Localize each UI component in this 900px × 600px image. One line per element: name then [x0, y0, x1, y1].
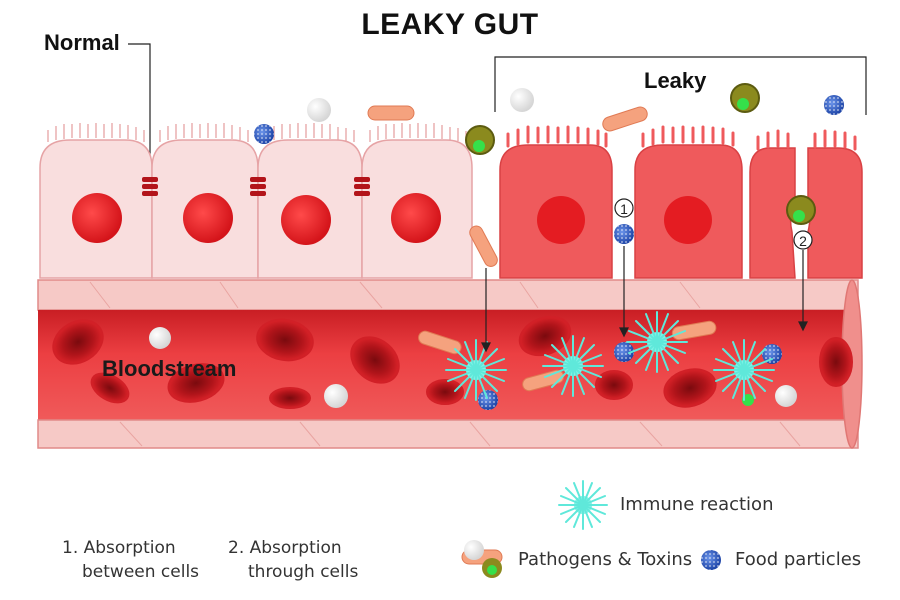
absorption-arrows — [481, 246, 808, 353]
immune-burst — [713, 339, 775, 401]
microvilli — [47, 123, 467, 143]
red-blood-cell — [167, 363, 225, 403]
pathogen-rods — [367, 105, 717, 392]
red-blood-cells — [52, 315, 853, 409]
normal-epithelial-cells — [39, 123, 473, 279]
red-blood-cell — [52, 319, 104, 365]
note-absorption-between-cells: 1. Absorption between cells — [62, 536, 199, 584]
note-line: between cells — [82, 562, 200, 582]
pathogen-rod — [602, 106, 648, 132]
legend-food-icon — [701, 550, 721, 570]
olive-pathogen — [465, 125, 495, 155]
red-blood-cell — [426, 379, 464, 405]
leaky-cell — [499, 144, 613, 279]
cell-nucleus — [537, 196, 585, 244]
cell-nucleus — [72, 193, 122, 243]
legend-immune-reaction: Immune reaction — [620, 494, 774, 515]
olive-pathogen — [730, 83, 760, 113]
pathogen-rod — [367, 105, 415, 121]
red-blood-cell — [350, 336, 400, 384]
cell-nucleus — [664, 196, 712, 244]
tight-junctions — [142, 177, 370, 196]
note-line: through cells — [248, 562, 359, 582]
normal-cell — [257, 139, 363, 279]
legend-immune-icon — [558, 480, 608, 530]
red-blood-cell — [90, 372, 130, 404]
svg-text:1: 1 — [620, 201, 628, 217]
svg-text:2: 2 — [799, 233, 807, 249]
red-blood-cell — [518, 315, 572, 357]
red-blood-cell — [595, 370, 633, 400]
leaky-epithelial-cells — [499, 125, 863, 279]
pathogen-rod — [469, 225, 498, 267]
note-line: 2. Absorption — [228, 538, 342, 558]
pathogen-rod — [671, 320, 717, 341]
normal-cell — [39, 139, 153, 279]
immune-burst — [445, 339, 507, 401]
food-particles — [254, 95, 844, 410]
note-line: 1. Absorption — [62, 538, 176, 558]
normal-cell — [151, 139, 259, 279]
leaky-cell — [634, 144, 743, 279]
white-particle — [307, 98, 331, 122]
olive-pathogen — [786, 195, 816, 225]
bloodstream-label: Bloodstream — [102, 356, 237, 381]
cell-nucleus — [183, 193, 233, 243]
blood-vessel — [37, 279, 863, 449]
immune-reactions — [445, 311, 775, 401]
white-particles — [149, 88, 797, 408]
legend-food-particles: Food particles — [735, 549, 862, 570]
normal-pointer-line — [128, 43, 151, 178]
white-particle — [149, 327, 171, 349]
normal-cell — [361, 139, 473, 279]
pathogen-rod — [418, 330, 462, 355]
olive-pathogens — [465, 83, 816, 406]
diagram-title: LEAKY GUT — [361, 8, 539, 41]
leaky-bracket — [494, 56, 867, 115]
vessel-wall-top — [37, 279, 859, 311]
red-blood-cell — [256, 318, 314, 362]
leaky-label: Leaky — [644, 68, 707, 93]
microvilli — [506, 125, 857, 151]
legend-pathogens-toxins: Pathogens & Toxins — [518, 549, 693, 570]
note-absorption-through-cells: 2. Absorption through cells — [228, 536, 358, 584]
leaky-cell-split — [749, 147, 863, 279]
cell-nucleus — [391, 193, 441, 243]
white-particle — [510, 88, 534, 112]
white-particle — [775, 385, 797, 407]
marker-2: 2 — [793, 230, 813, 250]
legend-pathogens-icon — [461, 540, 503, 578]
vessel-wall-bottom — [37, 419, 859, 449]
white-particle — [324, 384, 348, 408]
immune-burst — [542, 335, 604, 397]
immune-burst — [626, 311, 688, 373]
normal-label: Normal — [44, 30, 120, 55]
red-blood-cell — [269, 387, 311, 409]
marker-1: 1 — [614, 198, 634, 218]
red-blood-cell — [819, 337, 853, 387]
cell-nucleus — [281, 195, 331, 245]
